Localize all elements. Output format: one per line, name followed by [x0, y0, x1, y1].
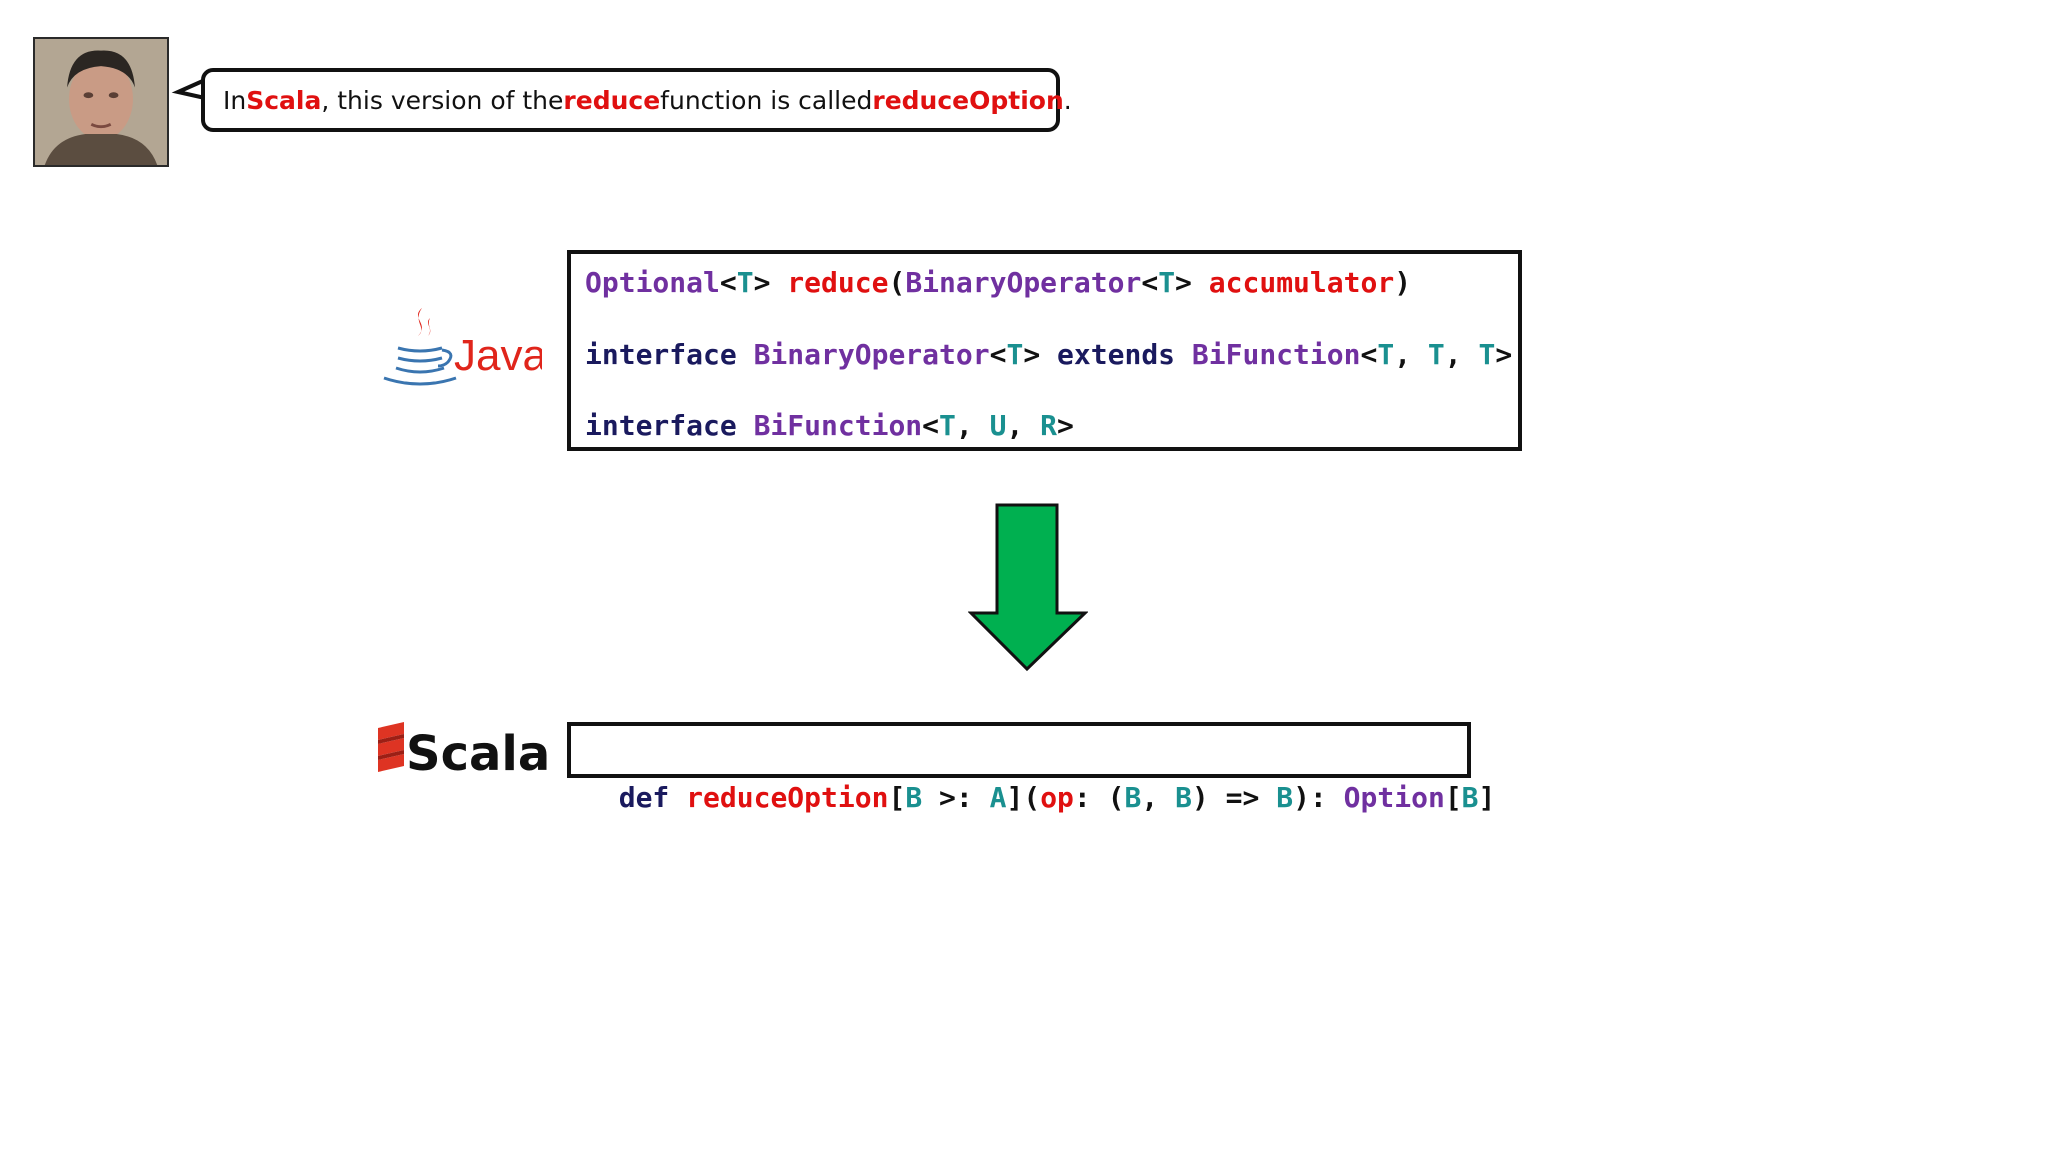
speaker-portrait-image — [35, 39, 167, 165]
code-token: >: — [922, 781, 990, 814]
code-token: B — [905, 781, 923, 814]
code-token: ( — [888, 266, 906, 299]
code-token: > — [1023, 338, 1058, 371]
speech-bubble-caption: In Scala, this version of the reduce fun… — [201, 68, 1072, 132]
code-token: accumulator — [1208, 266, 1395, 299]
code-token: < — [1360, 338, 1378, 371]
code-token: : ( — [1073, 781, 1125, 814]
code-token: def — [618, 781, 687, 814]
code-token: op — [1040, 781, 1074, 814]
scala-code-block: def reduceOption[B >: A](op: (B, B) => B… — [567, 722, 1495, 814]
java-code-line-reduce: Optional<T> reduce(BinaryOperator<T> acc… — [585, 263, 1411, 303]
caption-highlight: reduceOption — [872, 85, 1064, 115]
scala-code-line-reduceoption: def reduceOption[B >: A](op: (B, B) => B… — [619, 781, 1496, 814]
code-token: > — [1495, 338, 1513, 371]
code-token: B — [1276, 781, 1294, 814]
code-token: BinaryOperator — [905, 266, 1142, 299]
code-token: < — [989, 338, 1007, 371]
code-token: [ — [888, 781, 906, 814]
code-token: ) => — [1191, 781, 1277, 814]
java-code-line-bifunction: interface BiFunction<T, U, R> — [585, 406, 1074, 446]
caption-text: . — [1063, 85, 1072, 115]
code-token: T — [1158, 266, 1176, 299]
code-token: T — [1478, 338, 1496, 371]
code-token: < — [1141, 266, 1159, 299]
speech-bubble-tail — [171, 78, 206, 100]
code-token: , — [955, 409, 990, 442]
code-token: < — [719, 266, 737, 299]
code-token: interface — [585, 409, 754, 442]
scala-logo-text: Scala — [406, 726, 549, 780]
caption-text: function is called — [660, 85, 873, 115]
scala-logo: Scala — [374, 720, 549, 780]
code-token: T — [939, 409, 956, 442]
caption-highlight: Scala — [246, 85, 322, 115]
java-code-line-binaryoperator: interface BinaryOperator<T> extends BiFu… — [585, 335, 1512, 375]
code-token: Optional — [585, 266, 720, 299]
code-token: Option — [1343, 781, 1445, 814]
caption-highlight: reduce — [563, 85, 661, 115]
code-token: T — [1006, 338, 1024, 371]
code-token: reduceOption — [686, 781, 889, 814]
code-token: ) — [1394, 266, 1412, 299]
code-token: B — [1124, 781, 1142, 814]
code-token: > — [1057, 409, 1074, 442]
caption-text: In — [223, 85, 247, 115]
java-code-block: Optional<T> reduce(BinaryOperator<T> acc… — [567, 250, 1522, 451]
java-coffee-cup-icon — [383, 308, 457, 386]
code-token: T — [736, 266, 754, 299]
code-token: > — [753, 266, 788, 299]
code-token: [ — [1444, 781, 1462, 814]
code-token: , — [1141, 781, 1176, 814]
code-token: B — [1461, 781, 1479, 814]
caption-text: , this version of the — [321, 85, 564, 115]
code-token: BinaryOperator — [753, 338, 990, 371]
speaker-avatar — [33, 37, 169, 167]
code-token: T — [1377, 338, 1395, 371]
code-token: A — [989, 781, 1007, 814]
scala-spiral-icon — [378, 722, 404, 772]
code-token: BiFunction — [753, 409, 923, 442]
code-token: B — [1175, 781, 1192, 814]
code-token: R — [1040, 409, 1058, 442]
code-token: , — [1006, 409, 1041, 442]
java-logo-text: Java — [454, 331, 542, 380]
java-logo: Java — [372, 302, 542, 402]
code-token: ): — [1293, 781, 1344, 814]
code-token: reduce — [787, 266, 889, 299]
code-token: ]( — [1006, 781, 1041, 814]
code-token: interface — [585, 338, 754, 371]
down-arrow-icon — [968, 503, 1088, 673]
code-token: extends — [1057, 338, 1192, 371]
code-token: T — [1427, 338, 1445, 371]
code-token: BiFunction — [1191, 338, 1361, 371]
code-token: ] — [1478, 781, 1496, 814]
code-token: < — [922, 409, 940, 442]
code-token: , — [1394, 338, 1428, 371]
code-token: > — [1175, 266, 1209, 299]
code-token: U — [989, 409, 1007, 442]
code-token: , — [1444, 338, 1479, 371]
